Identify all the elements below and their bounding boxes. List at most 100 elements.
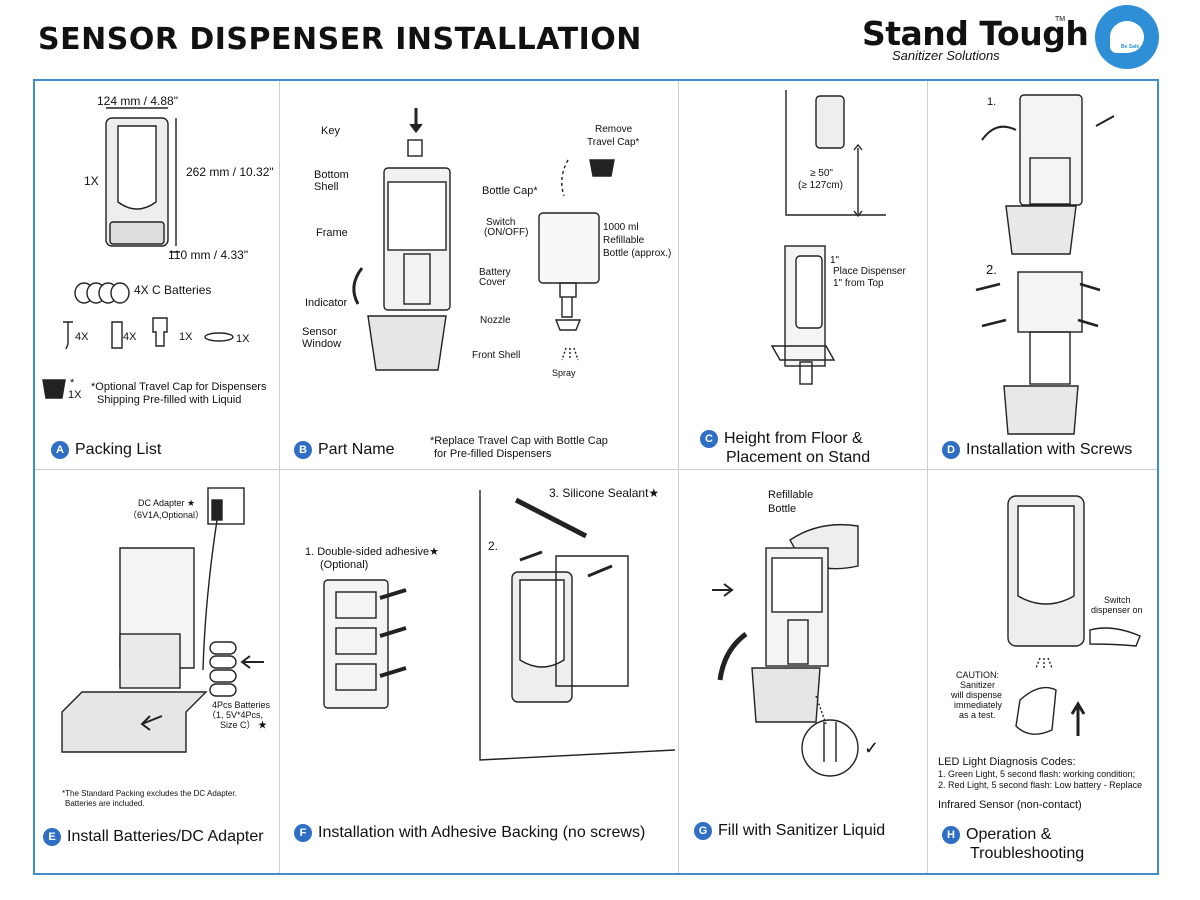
dc-adapter-label: （6V1A,Optional） (128, 510, 205, 520)
batteries-spec: （1, 5V*4Pcs, (207, 710, 264, 720)
hand-icon (1015, 686, 1057, 735)
page-title: SENSOR DISPENSER INSTALLATION (38, 22, 642, 57)
adhesive-step: (Optional) (320, 559, 369, 571)
wall-outlet-drawing (207, 487, 245, 525)
adhesive-step: 1. Double-sided adhesive★ (305, 546, 439, 558)
refill-bottle-label: Bottle (768, 503, 797, 515)
height-requirement: (≥ 127cm) (798, 180, 843, 191)
front-shell-drawing (367, 315, 447, 371)
infrared-note: Infrared Sensor (non-contact) (938, 799, 1082, 811)
bottle-cap-note: *Replace Travel Cap with Bottle Cap (430, 435, 608, 447)
key-qty: 1X (179, 331, 193, 343)
dispenser-back-drawing (323, 579, 389, 709)
step-number: 1. (987, 96, 997, 108)
cap-qty: 1X (68, 389, 82, 401)
label-frame: Frame (316, 227, 348, 239)
travel-cap-note: *Optional Travel Cap for Dispensers (91, 381, 267, 393)
label-bottle-cap: Bottle Cap* (482, 185, 538, 197)
screws-qty: 4X (75, 331, 89, 343)
section-badge: H (942, 826, 960, 844)
quantity-label: 1X (84, 174, 99, 188)
section-badge: B (294, 441, 312, 459)
standard-packing-note: Batteries are included. (65, 799, 145, 808)
label-remove-cap: Travel Cap* (587, 137, 640, 148)
label-bottle: Bottle (approx.) (603, 248, 672, 259)
check-icon: ✓ (864, 738, 880, 758)
open-dispenser-drawing (1019, 94, 1083, 206)
travel-cap-note: Shipping Pre-filled with Liquid (97, 394, 242, 406)
label-bottom-shell: Shell (314, 181, 339, 193)
instruction-frame (33, 79, 1159, 875)
brand-tagline: Sanitizer Solutions (892, 48, 1000, 63)
divider (279, 81, 280, 873)
section-badge: E (43, 828, 61, 846)
section-badge: D (942, 441, 960, 459)
key-part-icon (407, 139, 423, 157)
led-codes-title: LED Light Diagnosis Codes: (938, 756, 1076, 768)
travel-cap-icon (589, 159, 615, 177)
step-number: 2. (488, 539, 499, 553)
label-battery-cover: Battery (479, 267, 511, 278)
divider (678, 81, 679, 873)
label-bottle: Refillable (603, 235, 645, 246)
label-indicator: Indicator (305, 297, 348, 309)
batteries-label: 4X C Batteries (134, 283, 212, 297)
dispenser-front-drawing (105, 117, 169, 247)
batteries-drawing (209, 641, 237, 697)
sealant-step: 3. Silicone Sealant★ (549, 486, 660, 500)
step-number: 2. (986, 262, 997, 277)
batteries-spec: 4Pcs Batteries (212, 700, 271, 710)
width-dimension: 124 mm / 4.88" (97, 94, 178, 108)
top-gap: 1" (830, 255, 840, 266)
caution-note: as a test. (959, 710, 996, 720)
led-code: 1. Green Light, 5 second flash: working … (938, 769, 1136, 779)
wall-corner-drawing (479, 490, 676, 761)
brand-logo: Stand Tough TM Sanitizer Solutions (862, 14, 1089, 63)
led-code: 2. Red Light, 5 second flash: Low batter… (938, 780, 1143, 790)
standard-packing-note: *The Standard Packing excludes the DC Ad… (62, 789, 237, 798)
caution-note: immediately (954, 700, 1003, 710)
divider (35, 469, 1157, 470)
section-badge: A (51, 441, 69, 459)
label-sensor-window: Sensor (302, 326, 337, 338)
key-icon (152, 317, 168, 347)
travel-cap-icon (42, 379, 66, 399)
wall-drawing (785, 90, 886, 216)
brand-tm: TM (1055, 16, 1066, 23)
batteries-spec: Size C） ★ (220, 720, 268, 730)
refill-bottle-label: Refillable (768, 489, 814, 501)
screw-icon (63, 321, 73, 350)
label-spray: Spray (552, 368, 576, 378)
label-switch: (ON/OFF) (484, 227, 529, 238)
switch-label: dispenser on (1091, 605, 1143, 615)
adhesive-qty: 1X (236, 333, 250, 345)
section-badge: C (700, 430, 718, 448)
label-remove-cap: Remove (595, 124, 633, 135)
label-nozzle: Nozzle (480, 315, 511, 326)
bottle-cap-note: for Pre-filled Dispensers (434, 448, 552, 460)
height-requirement: ≥ 50" (810, 168, 833, 179)
label-bottom-shell: Bottom (314, 169, 349, 181)
height-dimension: 262 mm / 10.32" (186, 165, 274, 179)
caution-note: will dispense (951, 690, 1003, 700)
caution-note: CAUTION: (956, 670, 1000, 680)
open-dispenser-drawing (1017, 271, 1083, 333)
placement-note: Place Dispenser (833, 266, 906, 277)
switch-label: Switch (1104, 595, 1131, 605)
placement-note: 1" from Top (833, 278, 884, 289)
dc-adapter-label: DC Adapter ★ (138, 498, 196, 508)
divider (927, 81, 928, 873)
caulk-gun-icon (514, 497, 588, 539)
label-bottle: 1000 ml (603, 222, 639, 233)
caution-note: Sanitizer (960, 680, 996, 690)
label-front-shell: Front Shell (472, 350, 521, 361)
anchor-icon (111, 321, 123, 349)
label-sensor-window: Window (302, 338, 342, 350)
refill-bottle-drawing (538, 212, 600, 284)
